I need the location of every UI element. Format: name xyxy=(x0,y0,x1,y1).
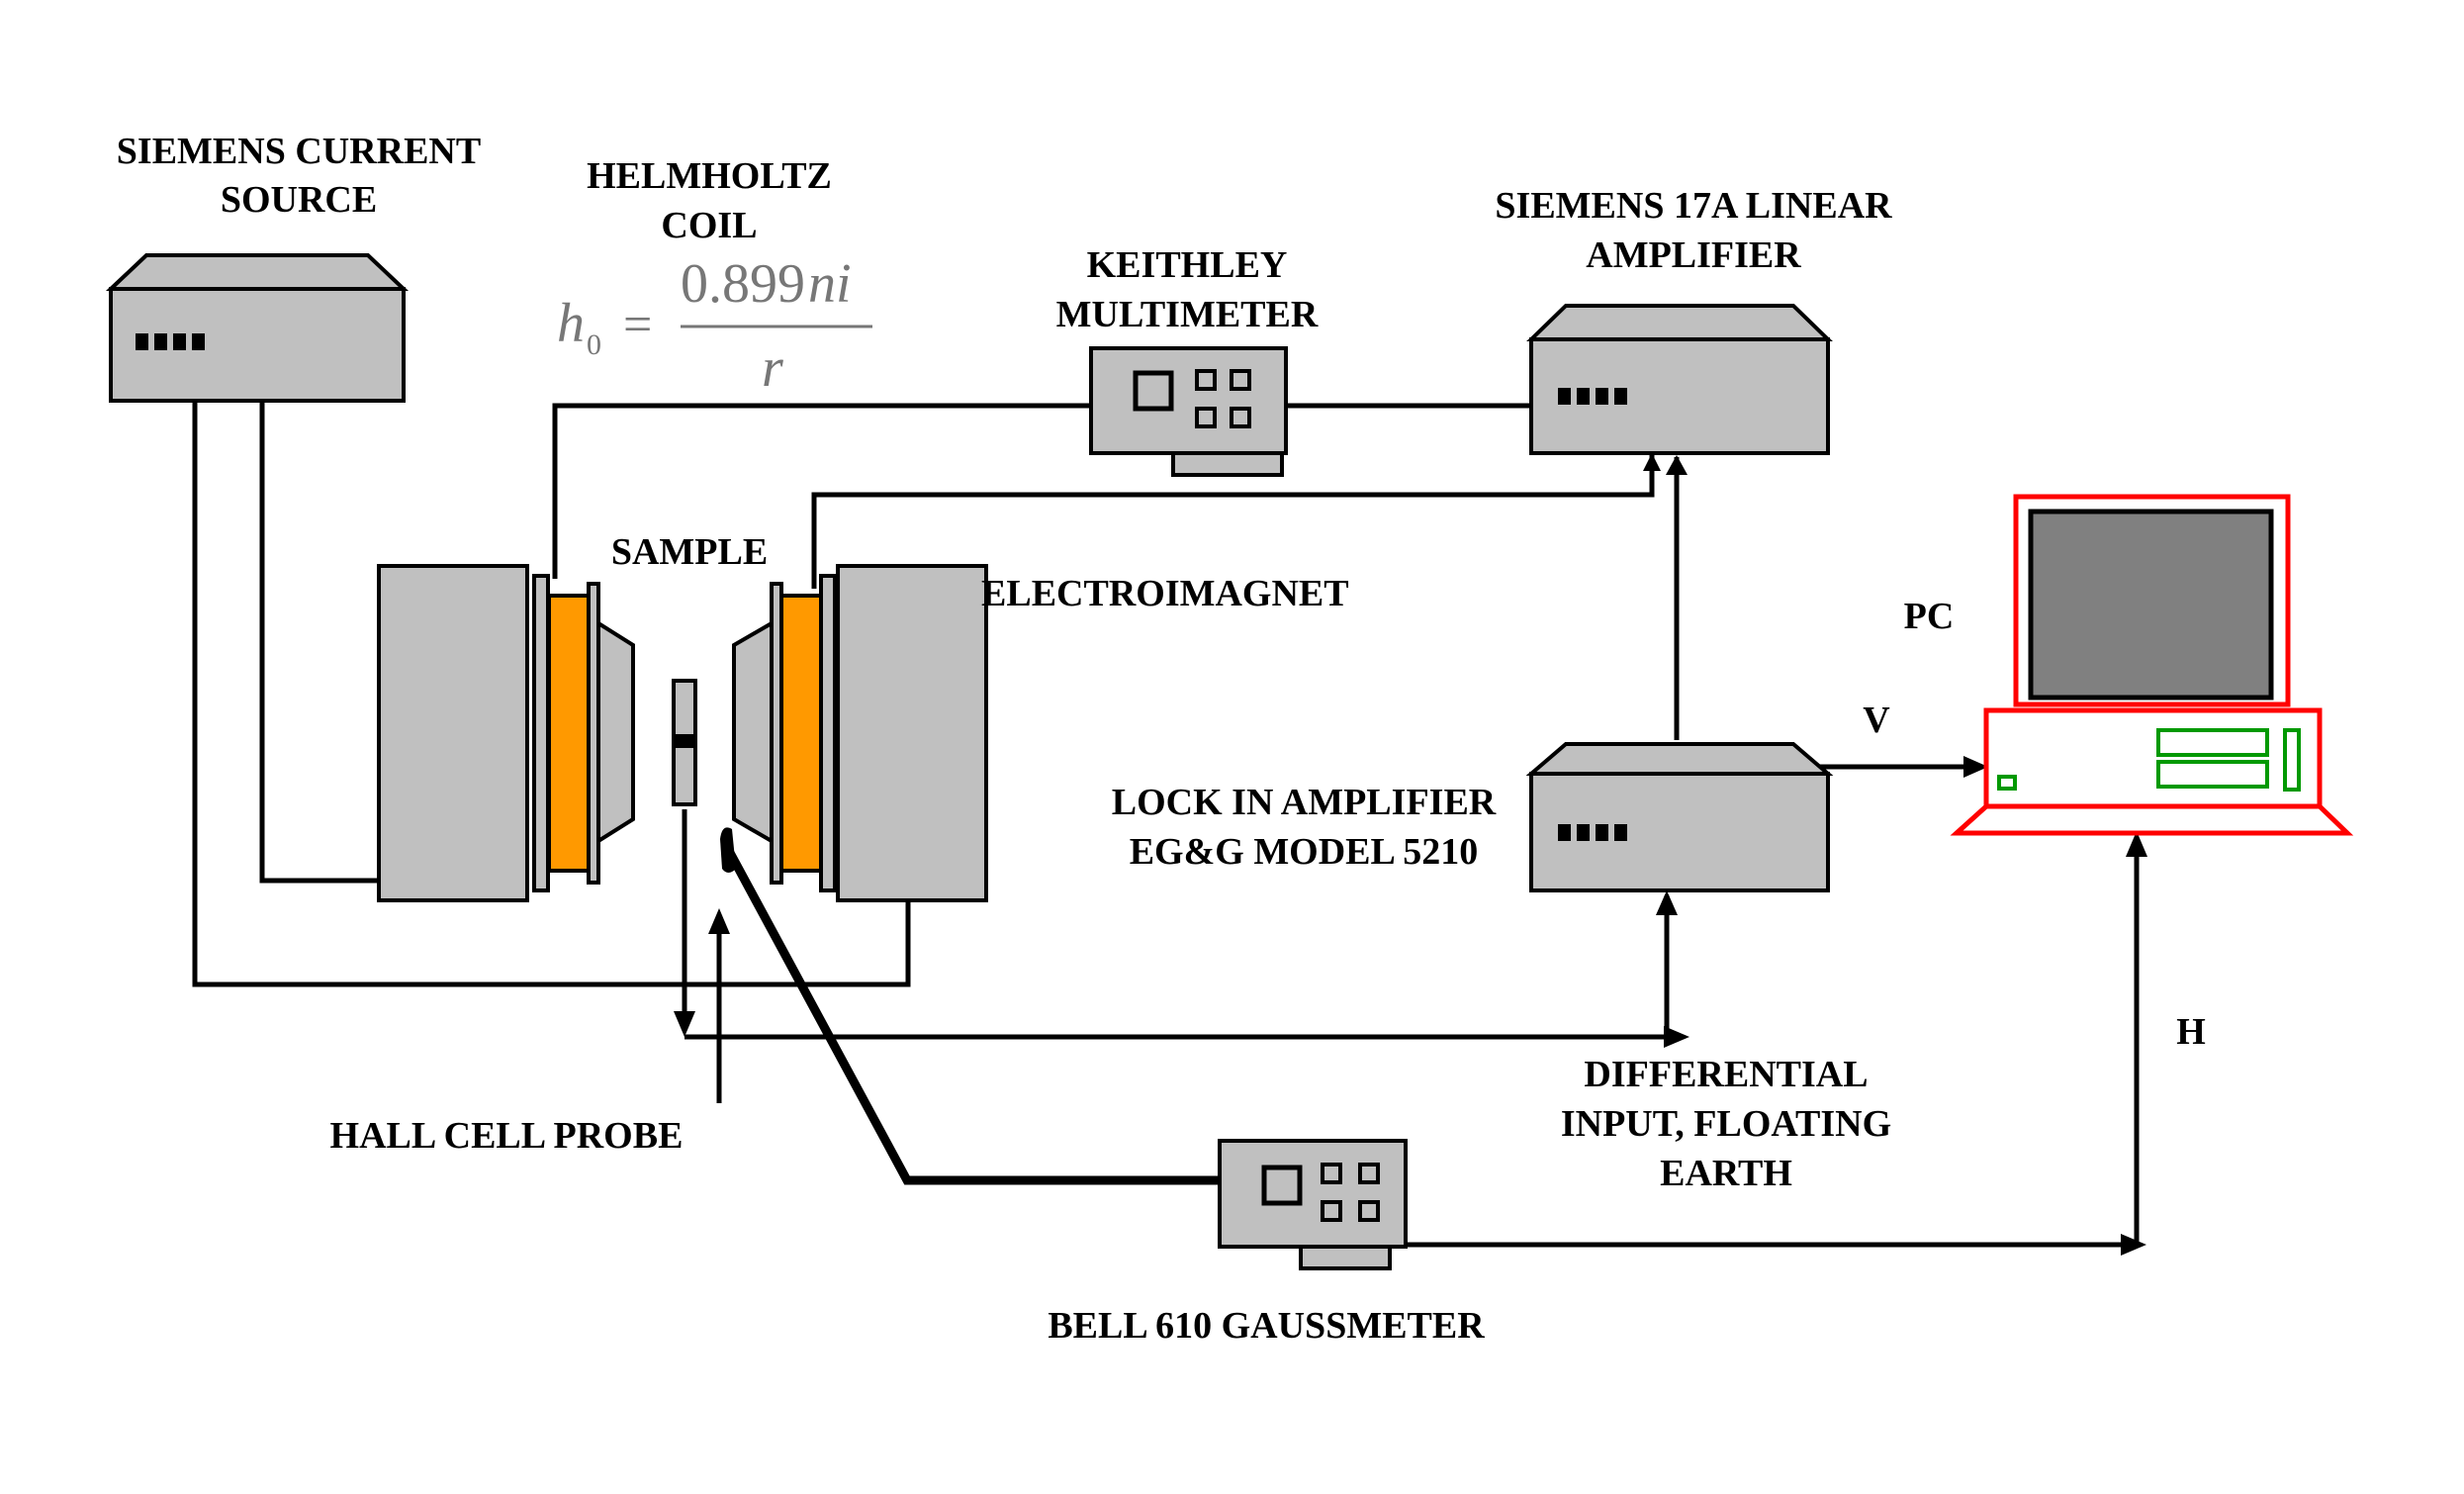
helmholtz-formula: h 0 = 0.899 ni r xyxy=(557,253,872,399)
magnet-left-pole xyxy=(596,619,635,845)
arrow-right-gaussmeter-h xyxy=(2121,1234,2146,1256)
amplifier-top xyxy=(1526,304,1833,341)
amplifier-body xyxy=(1529,337,1830,455)
wire-source-to-magnet-inner xyxy=(259,401,379,884)
labels: SIEMENS CURRENT SOURCE HELMHOLTZ COIL KE… xyxy=(117,131,2206,1347)
arrow-down-sample xyxy=(674,1011,695,1037)
arrow-right-pc-v xyxy=(1963,756,1988,778)
magnet-right-pole xyxy=(732,619,774,845)
label-helmholtz-line1: HELMHOLTZ xyxy=(587,155,832,197)
formula-denominator: r xyxy=(762,337,783,399)
arrow-up-amplifier-left xyxy=(1643,453,1661,471)
gaussmeter-stand xyxy=(1299,1245,1392,1270)
pc-keyboard xyxy=(1950,803,2354,836)
label-pc: PC xyxy=(1904,596,1955,637)
label-differential-line3: EARTH xyxy=(1660,1153,1792,1194)
label-siemens-amplifier-line1: SIEMENS 17A LINEAR xyxy=(1495,185,1892,227)
label-electromagnet: ELECTROIMAGNET xyxy=(981,573,1349,614)
label-h: H xyxy=(2176,1011,2206,1053)
wire-source-to-magnet-outer xyxy=(192,401,911,987)
magnet-left-yoke xyxy=(377,564,529,902)
pc-computer xyxy=(1950,494,2354,836)
current-source-top xyxy=(105,253,410,291)
label-differential-line2: INPUT, FLOATING xyxy=(1561,1103,1891,1145)
label-sample: SAMPLE xyxy=(611,531,768,573)
sample-assembly xyxy=(672,679,736,873)
label-keithley-line1: KEITHLEY xyxy=(1087,244,1288,286)
magnet-left-coil-flange xyxy=(532,574,550,892)
label-differential-line1: DIFFERENTIAL xyxy=(1584,1054,1868,1095)
helmholtz-coil-left xyxy=(547,594,591,873)
arrow-up-lockin xyxy=(1656,890,1678,915)
label-siemens-current-source-line1: SIEMENS CURRENT xyxy=(117,131,481,172)
label-v: V xyxy=(1863,700,1890,741)
label-lockin-line2: EG&G MODEL 5210 xyxy=(1130,831,1479,873)
arrow-up-pc-h xyxy=(2126,831,2147,857)
electromagnet-right xyxy=(732,564,988,902)
magnet-right-yoke xyxy=(836,564,988,902)
pc-drive-2 xyxy=(2156,760,2269,789)
keithley-multimeter xyxy=(1089,346,1288,477)
label-gaussmeter: BELL 610 GAUSSMETER xyxy=(1048,1305,1485,1347)
arrow-up-hall-probe xyxy=(708,908,730,934)
arrow-up-amplifier-right xyxy=(1666,455,1688,475)
formula-lhs: h xyxy=(557,293,585,354)
formula-numerator-number: 0.899 xyxy=(681,253,805,315)
pc-base xyxy=(1983,707,2323,809)
formula-equals: = xyxy=(623,297,652,353)
keithley-stand xyxy=(1171,451,1284,477)
arrow-right-differential xyxy=(1664,1026,1689,1048)
lockin-top xyxy=(1525,742,1834,776)
label-siemens-amplifier-line2: AMPLIFIER xyxy=(1586,234,1801,276)
helmholtz-coil-right xyxy=(779,594,823,873)
label-lockin-line1: LOCK IN AMPLIFIER xyxy=(1112,782,1497,823)
wire-hall-probe-cable xyxy=(725,848,1220,1185)
pc-screen xyxy=(2028,509,2274,700)
lockin-body xyxy=(1529,772,1830,892)
formula-lhs-subscript: 0 xyxy=(587,328,601,361)
siemens-current-source xyxy=(105,253,410,403)
arrowheads xyxy=(674,453,2147,1256)
label-helmholtz-line2: COIL xyxy=(661,205,757,246)
siemens-linear-amplifier xyxy=(1526,304,1833,455)
keithley-body xyxy=(1089,346,1288,455)
label-siemens-current-source-line2: SOURCE xyxy=(221,179,377,221)
wire-coil-to-amplifier xyxy=(811,453,1655,589)
label-keithley-line2: MULTIMETER xyxy=(1056,294,1319,335)
electromagnet-left xyxy=(377,564,635,902)
gaussmeter-body xyxy=(1218,1139,1408,1249)
hall-cell-probe xyxy=(720,827,736,873)
bell-gaussmeter xyxy=(1218,1139,1408,1270)
pc-drive-1 xyxy=(2156,728,2269,757)
formula-numerator-variable: ni xyxy=(808,253,852,315)
wire-coil-to-keithley xyxy=(552,403,1091,579)
label-hall-cell-probe: HALL CELL PROBE xyxy=(330,1115,684,1157)
lock-in-amplifier xyxy=(1525,742,1834,892)
